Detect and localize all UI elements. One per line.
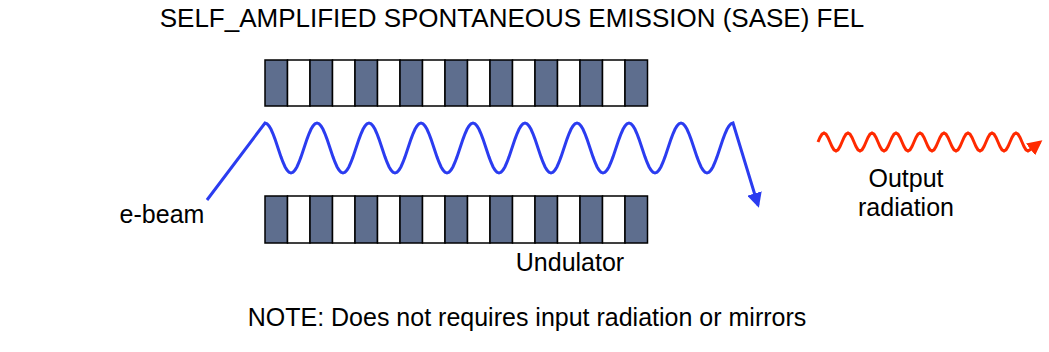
diagram-title: SELF_AMPLIFIED SPONTANEOUS EMISSION (SAS… [160, 4, 865, 34]
magnet-block [333, 196, 356, 243]
magnet-block [378, 60, 401, 106]
magnet-block [513, 196, 536, 243]
magnet-block [468, 196, 491, 243]
magnet-block [310, 60, 333, 106]
magnet-block [558, 196, 581, 243]
undulator-label: Undulator [516, 248, 624, 277]
electron-trajectory [207, 123, 758, 205]
magnet-block [468, 60, 491, 106]
magnet-block [490, 60, 513, 106]
magnet-block [625, 60, 648, 106]
magnet-block [490, 196, 513, 243]
magnet-block [535, 60, 558, 106]
magnet-block [400, 60, 423, 106]
output-radiation-wave [818, 133, 1040, 151]
magnet-block [445, 196, 468, 243]
magnet-block [265, 196, 288, 243]
magnet-block [355, 196, 378, 243]
magnet-block [625, 196, 648, 243]
magnet-block [445, 60, 468, 106]
magnet-block [558, 60, 581, 106]
magnet-block [513, 60, 536, 106]
magnet-block [378, 196, 401, 243]
output-label: Output radiation [846, 164, 966, 222]
magnet-block [603, 196, 626, 243]
magnet-block [535, 196, 558, 243]
undulator-magnets-top [265, 60, 648, 106]
magnet-block [580, 196, 603, 243]
magnet-block [355, 60, 378, 106]
undulator-magnets-bottom [265, 196, 648, 243]
magnet-block [423, 60, 446, 106]
note-text: NOTE: Does not requires input radiation … [248, 303, 807, 332]
magnet-block [400, 196, 423, 243]
magnet-block [288, 196, 311, 243]
magnet-block [333, 60, 356, 106]
magnet-block [423, 196, 446, 243]
magnet-block [265, 60, 288, 106]
magnet-block [580, 60, 603, 106]
magnet-block [288, 60, 311, 106]
magnet-block [603, 60, 626, 106]
magnet-block [310, 196, 333, 243]
beam-label: e-beam [120, 200, 205, 229]
